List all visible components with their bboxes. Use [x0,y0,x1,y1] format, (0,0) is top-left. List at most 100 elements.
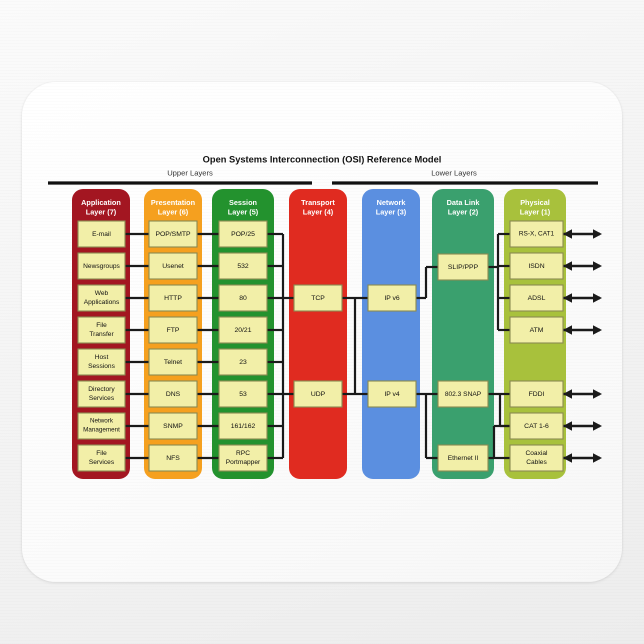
media-arrow [563,325,602,335]
node-label: FDDI [529,391,545,398]
layer-header-network-line1: Network [377,198,407,207]
node-label-cont: Services [89,459,115,466]
layer-header-presentation-line1: Presentation [151,198,195,207]
layer-header-transport-line1: Transport [301,198,335,207]
node-label: 161/162 [231,423,256,430]
node-label: Usenet [162,263,184,270]
layer-header-datalink-line1: Data Link [447,198,481,207]
node-label: POP/25 [231,231,255,238]
node-session-rpc-portmapper[interactable]: RPC Portmapper [218,444,268,472]
node-presentation-pop-smtp[interactable]: POP/SMTP [148,220,198,248]
node-application-web-applications[interactable]: Web Applications [77,284,126,312]
media-arrow [563,389,602,399]
node-network-ipv4[interactable]: IP v4 [367,380,417,408]
node-application-file-transfer[interactable]: File Transfer [77,316,126,344]
node-application-newsgroups[interactable]: Newsgroups [77,252,126,280]
node-presentation-snmp[interactable]: SNMP [148,412,198,440]
node-network-ipv6[interactable]: IP v6 [367,284,417,312]
node-application-email[interactable]: E-mail [77,220,126,248]
node-label: RS-X, CAT1 [519,231,555,238]
node-physical-coaxial-cables[interactable]: Coaxial Cables [509,444,564,472]
node-session-20-21[interactable]: 20/21 [218,316,268,344]
node-presentation-http[interactable]: HTTP [148,284,198,312]
node-label: HTTP [164,295,182,302]
node-session-80[interactable]: 80 [218,284,268,312]
layer-header-application-line2: Layer (7) [86,207,117,216]
node-label: Web [95,290,109,297]
page-title: Open Systems Interconnection (OSI) Refer… [203,154,442,164]
layer-header-datalink-line2: Layer (2) [448,207,479,216]
node-label: 20/21 [234,327,251,334]
osi-reference-model-diagram: Open Systems Interconnection (OSI) Refer… [22,82,622,582]
node-application-host-sessions[interactable]: Host Sessions [77,348,126,376]
node-label: DNS [166,391,181,398]
node-label-cont: Management [83,427,120,434]
node-session-161-162[interactable]: 161/162 [218,412,268,440]
node-label: E-mail [92,231,111,238]
node-label: Newsgroups [83,263,120,270]
node-label-cont: Sessions [88,363,115,370]
node-physical-atm[interactable]: ATM [509,316,564,344]
node-datalink-802-3-snap[interactable]: 802.3 SNAP [437,380,489,408]
node-label: File [96,322,107,329]
node-transport-tcp[interactable]: TCP [293,284,343,312]
node-physical-rs-x-cat1[interactable]: RS-X, CAT1 [509,220,564,248]
node-session-53[interactable]: 53 [218,380,268,408]
node-label: Directory [88,386,115,393]
node-label: POP/SMTP [155,231,191,238]
node-datalink-slip-ppp[interactable]: SLIP/PPP [437,253,489,281]
node-label: IP v4 [384,391,400,398]
node-label: 80 [239,295,247,302]
node-presentation-nfs[interactable]: NFS [148,444,198,472]
node-transport-udp[interactable]: UDP [293,380,343,408]
node-physical-adsl[interactable]: ADSL [509,284,564,312]
upper-layers-label: Upper Layers [167,169,213,178]
node-session-532[interactable]: 532 [218,252,268,280]
node-application-file-services[interactable]: File Services [77,444,126,472]
layer-header-transport-line2: Layer (4) [303,207,334,216]
layer-header-session-line1: Session [229,198,257,207]
layer-header-network-line2: Layer (3) [376,207,407,216]
layer-column-transport: Transport Layer (4) [289,189,347,479]
layer-column-datalink: Data Link Layer (2) [432,189,494,479]
node-presentation-usenet[interactable]: Usenet [148,252,198,280]
node-label: Network [90,418,114,425]
node-application-directory-services[interactable]: Directory Services [77,380,126,408]
node-label: ISDN [528,263,544,270]
node-physical-cat-1-6[interactable]: CAT 1-6 [509,412,564,440]
node-session-23[interactable]: 23 [218,348,268,376]
node-presentation-ftp[interactable]: FTP [148,316,198,344]
node-label: 23 [239,359,247,366]
node-label-cont: Cables [526,459,547,466]
node-label: Ethernet II [448,455,479,462]
node-label: File [96,450,107,457]
media-arrow [563,421,602,431]
node-label: SNMP [163,423,183,430]
media-arrow [563,229,602,239]
node-label: SLIP/PPP [448,264,479,271]
node-physical-isdn[interactable]: ISDN [509,252,564,280]
layer-header-physical-line2: Layer (1) [520,207,551,216]
layer-header-session-line2: Layer (5) [228,207,259,216]
node-presentation-dns[interactable]: DNS [148,380,198,408]
media-arrow [563,293,602,303]
node-presentation-telnet[interactable]: Telnet [148,348,198,376]
node-label-cont: Services [89,395,115,402]
layer-header-application-line1: Application [81,198,121,207]
node-physical-fddi[interactable]: FDDI [509,380,564,408]
node-label: ADSL [528,295,546,302]
node-datalink-ethernet-ii[interactable]: Ethernet II [437,444,489,472]
media-arrow [563,261,602,271]
node-session-pop-25[interactable]: POP/25 [218,220,268,248]
media-arrow [563,453,602,463]
node-label: CAT 1-6 [524,423,549,430]
node-label: UDP [311,391,326,398]
node-label-cont: Transfer [89,331,114,338]
node-label: Coaxial [526,450,549,457]
node-application-network-management[interactable]: Network Management [77,412,126,440]
physical-media-arrows [563,229,602,463]
node-label: Host [95,354,109,361]
layer-header-presentation-line2: Layer (6) [158,207,189,216]
connector-lines [125,232,510,460]
node-label: 53 [239,391,247,398]
